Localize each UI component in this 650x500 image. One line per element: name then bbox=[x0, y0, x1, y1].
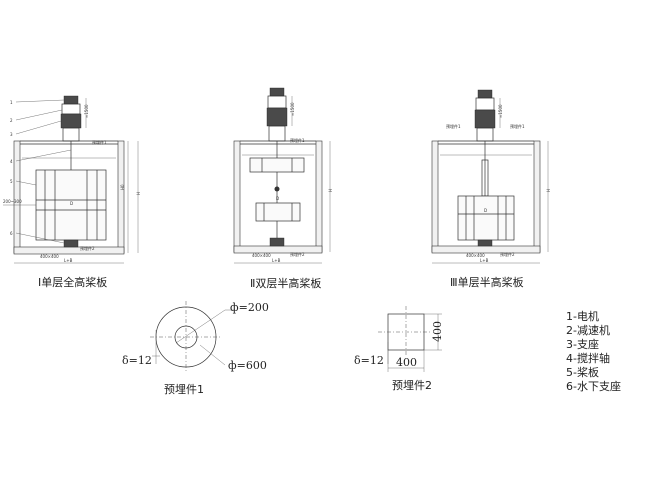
gearbox bbox=[266, 107, 288, 127]
paddle-diameter: D bbox=[484, 208, 487, 213]
caption-type-2: Ⅱ双层半高桨板 bbox=[250, 276, 321, 290]
legend-item-4: 4-搅拌轴 bbox=[566, 351, 610, 365]
embed-bottom-label: 预埋件2 bbox=[500, 251, 515, 257]
gearbox bbox=[474, 109, 496, 129]
reducer bbox=[61, 103, 81, 115]
parts-legend: 1-电机 2-减速机 3-支座 4-搅拌轴 5-桨板 6-水下支座 bbox=[566, 309, 621, 393]
diagram-single-half-height-paddle: ≈1500 预埋件1 预埋件1 H D 400×400 预埋件2 L+B Ⅲ单层… bbox=[431, 89, 551, 289]
embed-bottom-label: 预埋件2 bbox=[80, 245, 95, 251]
phi-small-label: ф=200 bbox=[230, 301, 269, 314]
underwater-support bbox=[269, 237, 285, 247]
side-clearance-dim: 200~300 bbox=[3, 199, 22, 204]
phi-large-label: ф=600 bbox=[228, 359, 267, 372]
paddle-frame bbox=[35, 169, 107, 241]
part-label-2: 2 bbox=[10, 118, 13, 123]
caption-type-1: Ⅰ单层全高桨板 bbox=[38, 275, 107, 289]
base-size: 400×400 bbox=[40, 254, 59, 259]
shaft-coupling bbox=[274, 186, 280, 192]
side-horizontal-label: 400 bbox=[396, 356, 417, 369]
embedded-part-1-drawing: ф=200 ф=600 δ=12 预埋件1 bbox=[122, 301, 269, 396]
part-label-6: 6 bbox=[10, 231, 13, 236]
tank-wall-right bbox=[117, 140, 125, 254]
span-dim: L+B bbox=[64, 258, 73, 263]
legend-item-6: 6-水下支座 bbox=[566, 379, 621, 393]
underwater-support bbox=[477, 239, 493, 247]
caption-embed-1: 预埋件1 bbox=[164, 383, 204, 396]
side-vertical-label: 400 bbox=[431, 321, 444, 342]
part-number-leaders: 1 2 3 4 5 6 bbox=[10, 99, 72, 244]
paddle-diameter: D bbox=[70, 201, 73, 206]
tank-floor bbox=[431, 245, 541, 254]
span-dim: L+B bbox=[272, 258, 281, 263]
part-label-5: 5 bbox=[10, 179, 13, 184]
paddle-diameter: D bbox=[276, 196, 279, 201]
tank-wall-left bbox=[431, 140, 439, 253]
legend-item-3: 3-支座 bbox=[566, 337, 599, 351]
caption-type-3: Ⅲ单层半高桨板 bbox=[450, 275, 524, 289]
tank-floor bbox=[13, 246, 125, 255]
paddle-frame bbox=[457, 195, 515, 241]
delta-label-2: δ=12 bbox=[354, 354, 384, 367]
legend-item-1: 1-电机 bbox=[566, 309, 599, 323]
embed-top-label: 预埋件1 bbox=[290, 137, 305, 143]
embedded-part-2-drawing: 400 400 δ=12 预埋件2 bbox=[354, 306, 444, 392]
embed-bottom-label: 预埋件2 bbox=[290, 251, 305, 257]
motor bbox=[269, 87, 285, 97]
part-label-3: 3 bbox=[10, 132, 13, 137]
tank-wall-left bbox=[13, 140, 21, 254]
motor bbox=[477, 89, 493, 99]
tank-wall-right bbox=[533, 140, 541, 253]
tank-wall-left bbox=[233, 140, 241, 253]
base-size: 400×400 bbox=[466, 253, 485, 258]
part-label-4: 4 bbox=[10, 159, 13, 164]
diagram-double-half-height-paddle: ≈1500 预埋件1 H D 400×400 预埋件2 L+B Ⅱ双层半高桨板 bbox=[233, 87, 333, 290]
caption-embed-2: 预埋件2 bbox=[392, 379, 432, 392]
gearbox bbox=[60, 113, 82, 129]
embed-top-label: 预埋件1 bbox=[92, 139, 107, 145]
diagram-single-full-height-paddle: 1 2 3 4 5 6 ≈1500 预埋件1 H0 H D 200~300 40… bbox=[3, 95, 141, 289]
reducer bbox=[475, 97, 495, 111]
tank-height-dim: H bbox=[546, 189, 551, 192]
span-dim: L+B bbox=[480, 258, 489, 263]
embed-top-label-left: 预埋件1 bbox=[446, 123, 461, 129]
underwater-support bbox=[63, 239, 79, 248]
support-seat bbox=[62, 127, 80, 142]
motor bbox=[63, 95, 79, 105]
base-size: 400×400 bbox=[252, 253, 271, 258]
tank-height-dim: H bbox=[136, 192, 141, 195]
reducer bbox=[267, 95, 287, 109]
support-seat bbox=[476, 127, 494, 142]
upper-paddle bbox=[249, 157, 305, 173]
tank-floor bbox=[233, 245, 323, 254]
lower-paddle bbox=[255, 202, 301, 222]
tank-height-dim: H bbox=[328, 189, 333, 192]
part-label-1: 1 bbox=[10, 100, 13, 105]
legend-item-2: 2-减速机 bbox=[566, 323, 610, 337]
delta-label-1: δ=12 bbox=[122, 354, 152, 367]
tank-wall-right bbox=[315, 140, 323, 253]
support-seat bbox=[268, 125, 286, 142]
motor-height-dim: ≈1500 bbox=[290, 102, 295, 116]
motor-height-dim: ≈1500 bbox=[84, 104, 89, 118]
legend-item-5: 5-桨板 bbox=[566, 365, 599, 379]
water-depth-dim: H0 bbox=[120, 184, 125, 190]
motor-height-dim: ≈1500 bbox=[498, 104, 503, 118]
embed-top-label-right: 预埋件1 bbox=[510, 123, 525, 129]
